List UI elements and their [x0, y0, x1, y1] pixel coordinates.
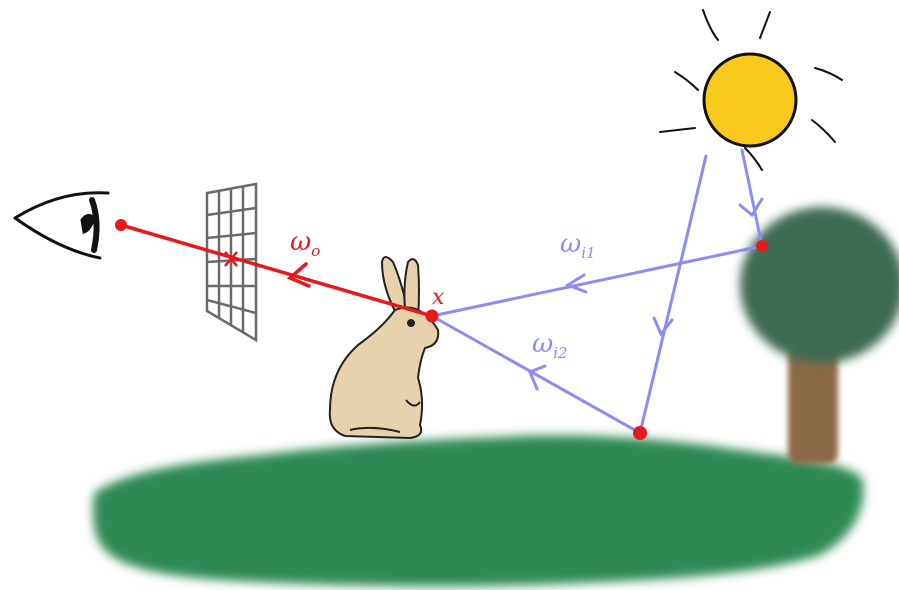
- outgoing-direction-label: ωo: [290, 227, 320, 260]
- tree-bounce-point: [756, 240, 768, 252]
- sun: [659, 9, 843, 171]
- incoming-direction-1-label: ωi1: [560, 229, 596, 262]
- sun-disc: [702, 52, 798, 148]
- ray-arrow: [286, 262, 311, 288]
- tree-canopy: [740, 207, 899, 363]
- ray-sun-to-grass: [638, 154, 708, 435]
- point-x-label: x: [432, 285, 445, 310]
- ray-incoming-2: [430, 314, 642, 435]
- tree: [740, 207, 899, 464]
- grass-bounce-point: [633, 426, 647, 440]
- eye-point: [115, 219, 127, 231]
- ray-incoming-1: [430, 244, 764, 318]
- light-rays: [430, 148, 764, 435]
- ray-outgoing: [119, 223, 434, 318]
- ray-arrow: [564, 273, 588, 294]
- eye-icon: [13, 191, 110, 260]
- ray-arrow: [528, 364, 547, 391]
- eye-ray: [119, 223, 434, 318]
- ray-arrow: [738, 197, 764, 218]
- grass: [93, 435, 864, 587]
- pixel-cross-mark: [224, 251, 238, 267]
- incoming-direction-2-label: ωi2: [532, 329, 568, 362]
- bunny: [328, 256, 440, 439]
- shading-point-x: [425, 309, 439, 323]
- tree-trunk: [788, 346, 838, 464]
- ray-sun-to-tree: [740, 148, 764, 248]
- ray-arrow: [652, 316, 674, 337]
